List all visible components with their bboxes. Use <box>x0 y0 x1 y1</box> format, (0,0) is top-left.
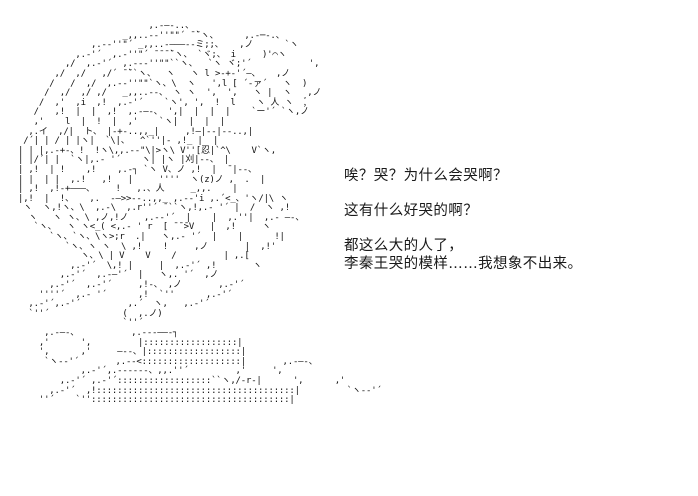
dialogue-line-1-1: 唉？哭？为什么会哭啊？ <box>344 168 508 184</box>
dialogue-line-2-1: 这有什么好哭的啊？ <box>344 203 479 219</box>
dialogue-panel: 唉？哭？为什么会哭啊？ 这有什么好哭的啊？ 都这么大的人了， 李秦王哭的模样……… <box>344 168 684 273</box>
dialogue-line-3-2: 李秦王哭的模样……我想象不出来。 <box>344 256 583 272</box>
dialogue-block-2: 这有什么好哭的啊？ <box>344 203 684 220</box>
ascii-art-panel: ,.-―-..、 _,,..-‐''""´ ̄ ̄`ヽ、 ,.-─-.、 ,.-… <box>0 0 382 496</box>
dialogue-line-3-1: 都这么大的人了， <box>344 238 464 254</box>
anime-character-ascii-art: ,.-―-..、 _,,..-‐''""´ ̄ ̄`ヽ、 ,.-─-.、 ,.-… <box>18 21 382 406</box>
dialogue-block-1: 唉？哭？为什么会哭啊？ <box>344 168 684 185</box>
dialogue-block-3: 都这么大的人了， 李秦王哭的模样……我想象不出来。 <box>344 238 684 273</box>
